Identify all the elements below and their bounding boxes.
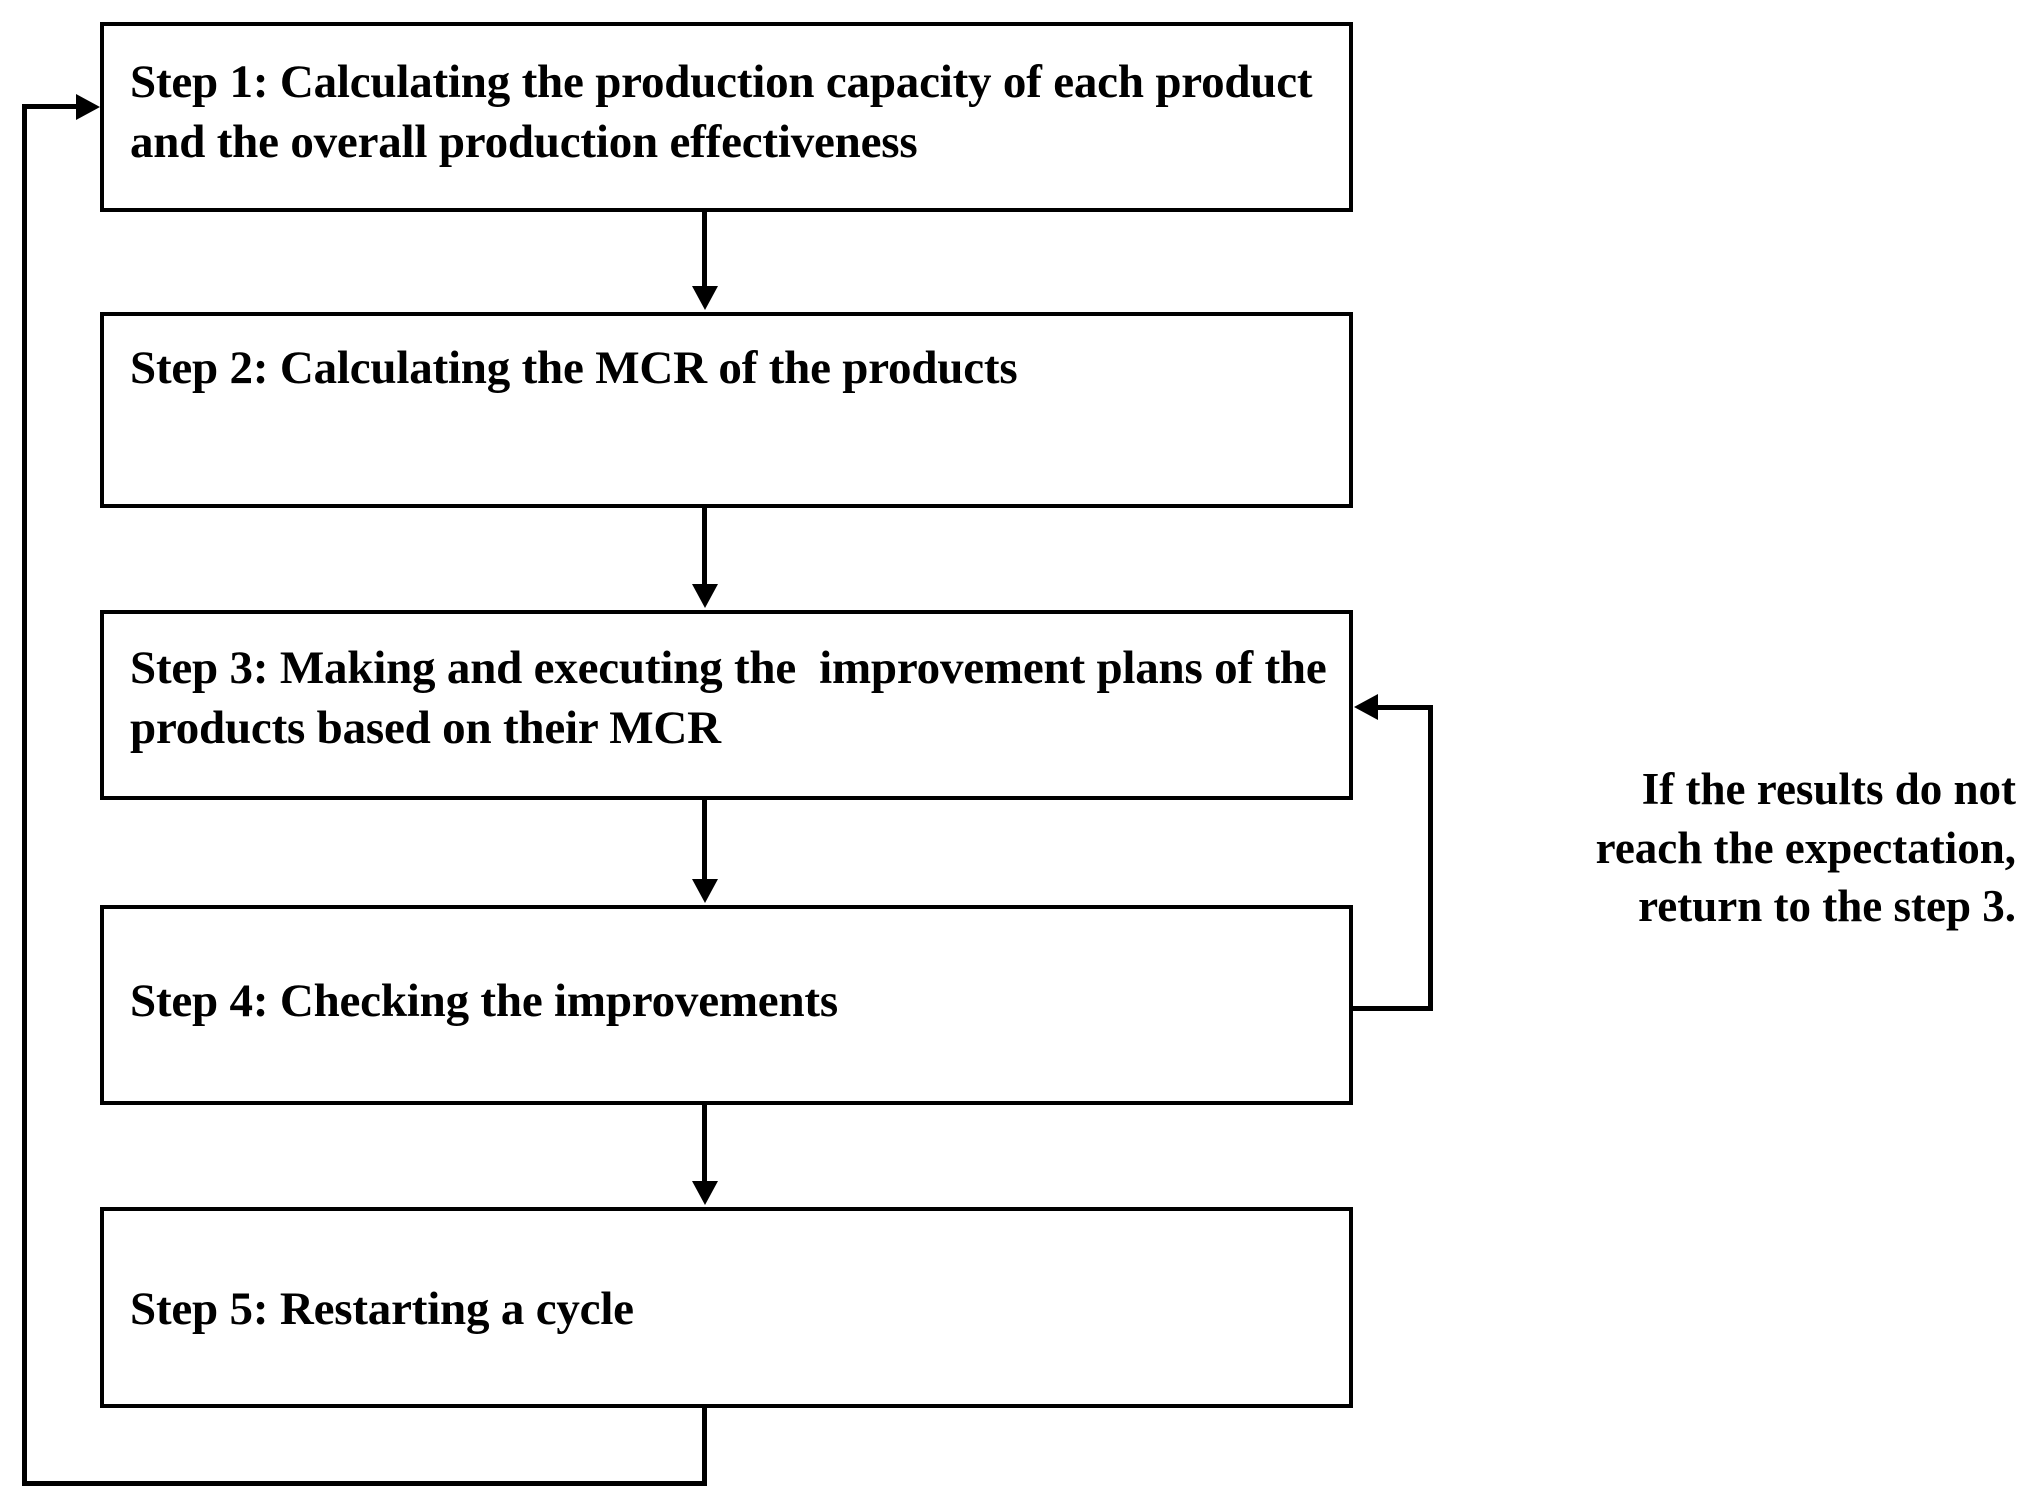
connector-step1-step2-arrowhead bbox=[692, 286, 718, 310]
flow-box-step-3-label: Step 3: Making and executing the improve… bbox=[130, 642, 1339, 755]
connector-restart-left-segment bbox=[22, 104, 27, 1484]
connector-step1-step2-line bbox=[702, 212, 707, 288]
connector-restart-down-segment bbox=[702, 1408, 707, 1486]
flow-box-step-5-label: Step 5: Restarting a cycle bbox=[130, 1283, 634, 1335]
flow-box-step-4-label: Step 4: Checking the improvements bbox=[130, 975, 838, 1027]
flow-box-step-3[interactable]: Step 3: Making and executing the improve… bbox=[100, 610, 1353, 800]
feedback-annotation: If the results do not reach the expectat… bbox=[1595, 764, 2016, 931]
connector-restart-bottom-segment bbox=[22, 1481, 707, 1486]
connector-restart-top-segment bbox=[22, 104, 78, 109]
connector-feedback-arrowhead bbox=[1354, 694, 1378, 720]
flow-box-step-2[interactable]: Step 2: Calculating the MCR of the produ… bbox=[100, 312, 1353, 508]
connector-step4-step5-arrowhead bbox=[692, 1181, 718, 1205]
connector-step2-step3-line bbox=[702, 508, 707, 586]
connector-step3-step4-arrowhead bbox=[692, 879, 718, 903]
connector-step2-step3-arrowhead bbox=[692, 584, 718, 608]
connector-step3-step4-line bbox=[702, 800, 707, 881]
connector-feedback-vertical-segment bbox=[1428, 705, 1433, 1008]
connector-feedback-bottom-segment bbox=[1353, 1006, 1433, 1011]
flow-box-step-5[interactable]: Step 5: Restarting a cycle bbox=[100, 1207, 1353, 1408]
flow-box-step-1[interactable]: Step 1: Calculating the production capac… bbox=[100, 22, 1353, 212]
connector-feedback-top-segment bbox=[1378, 705, 1433, 710]
connector-step4-step5-line bbox=[702, 1105, 707, 1183]
connector-restart-arrowhead bbox=[76, 94, 100, 120]
flow-box-step-4[interactable]: Step 4: Checking the improvements bbox=[100, 905, 1353, 1105]
flow-box-step-1-label: Step 1: Calculating the production capac… bbox=[130, 56, 1324, 169]
flow-box-step-2-label: Step 2: Calculating the MCR of the produ… bbox=[130, 342, 1018, 394]
